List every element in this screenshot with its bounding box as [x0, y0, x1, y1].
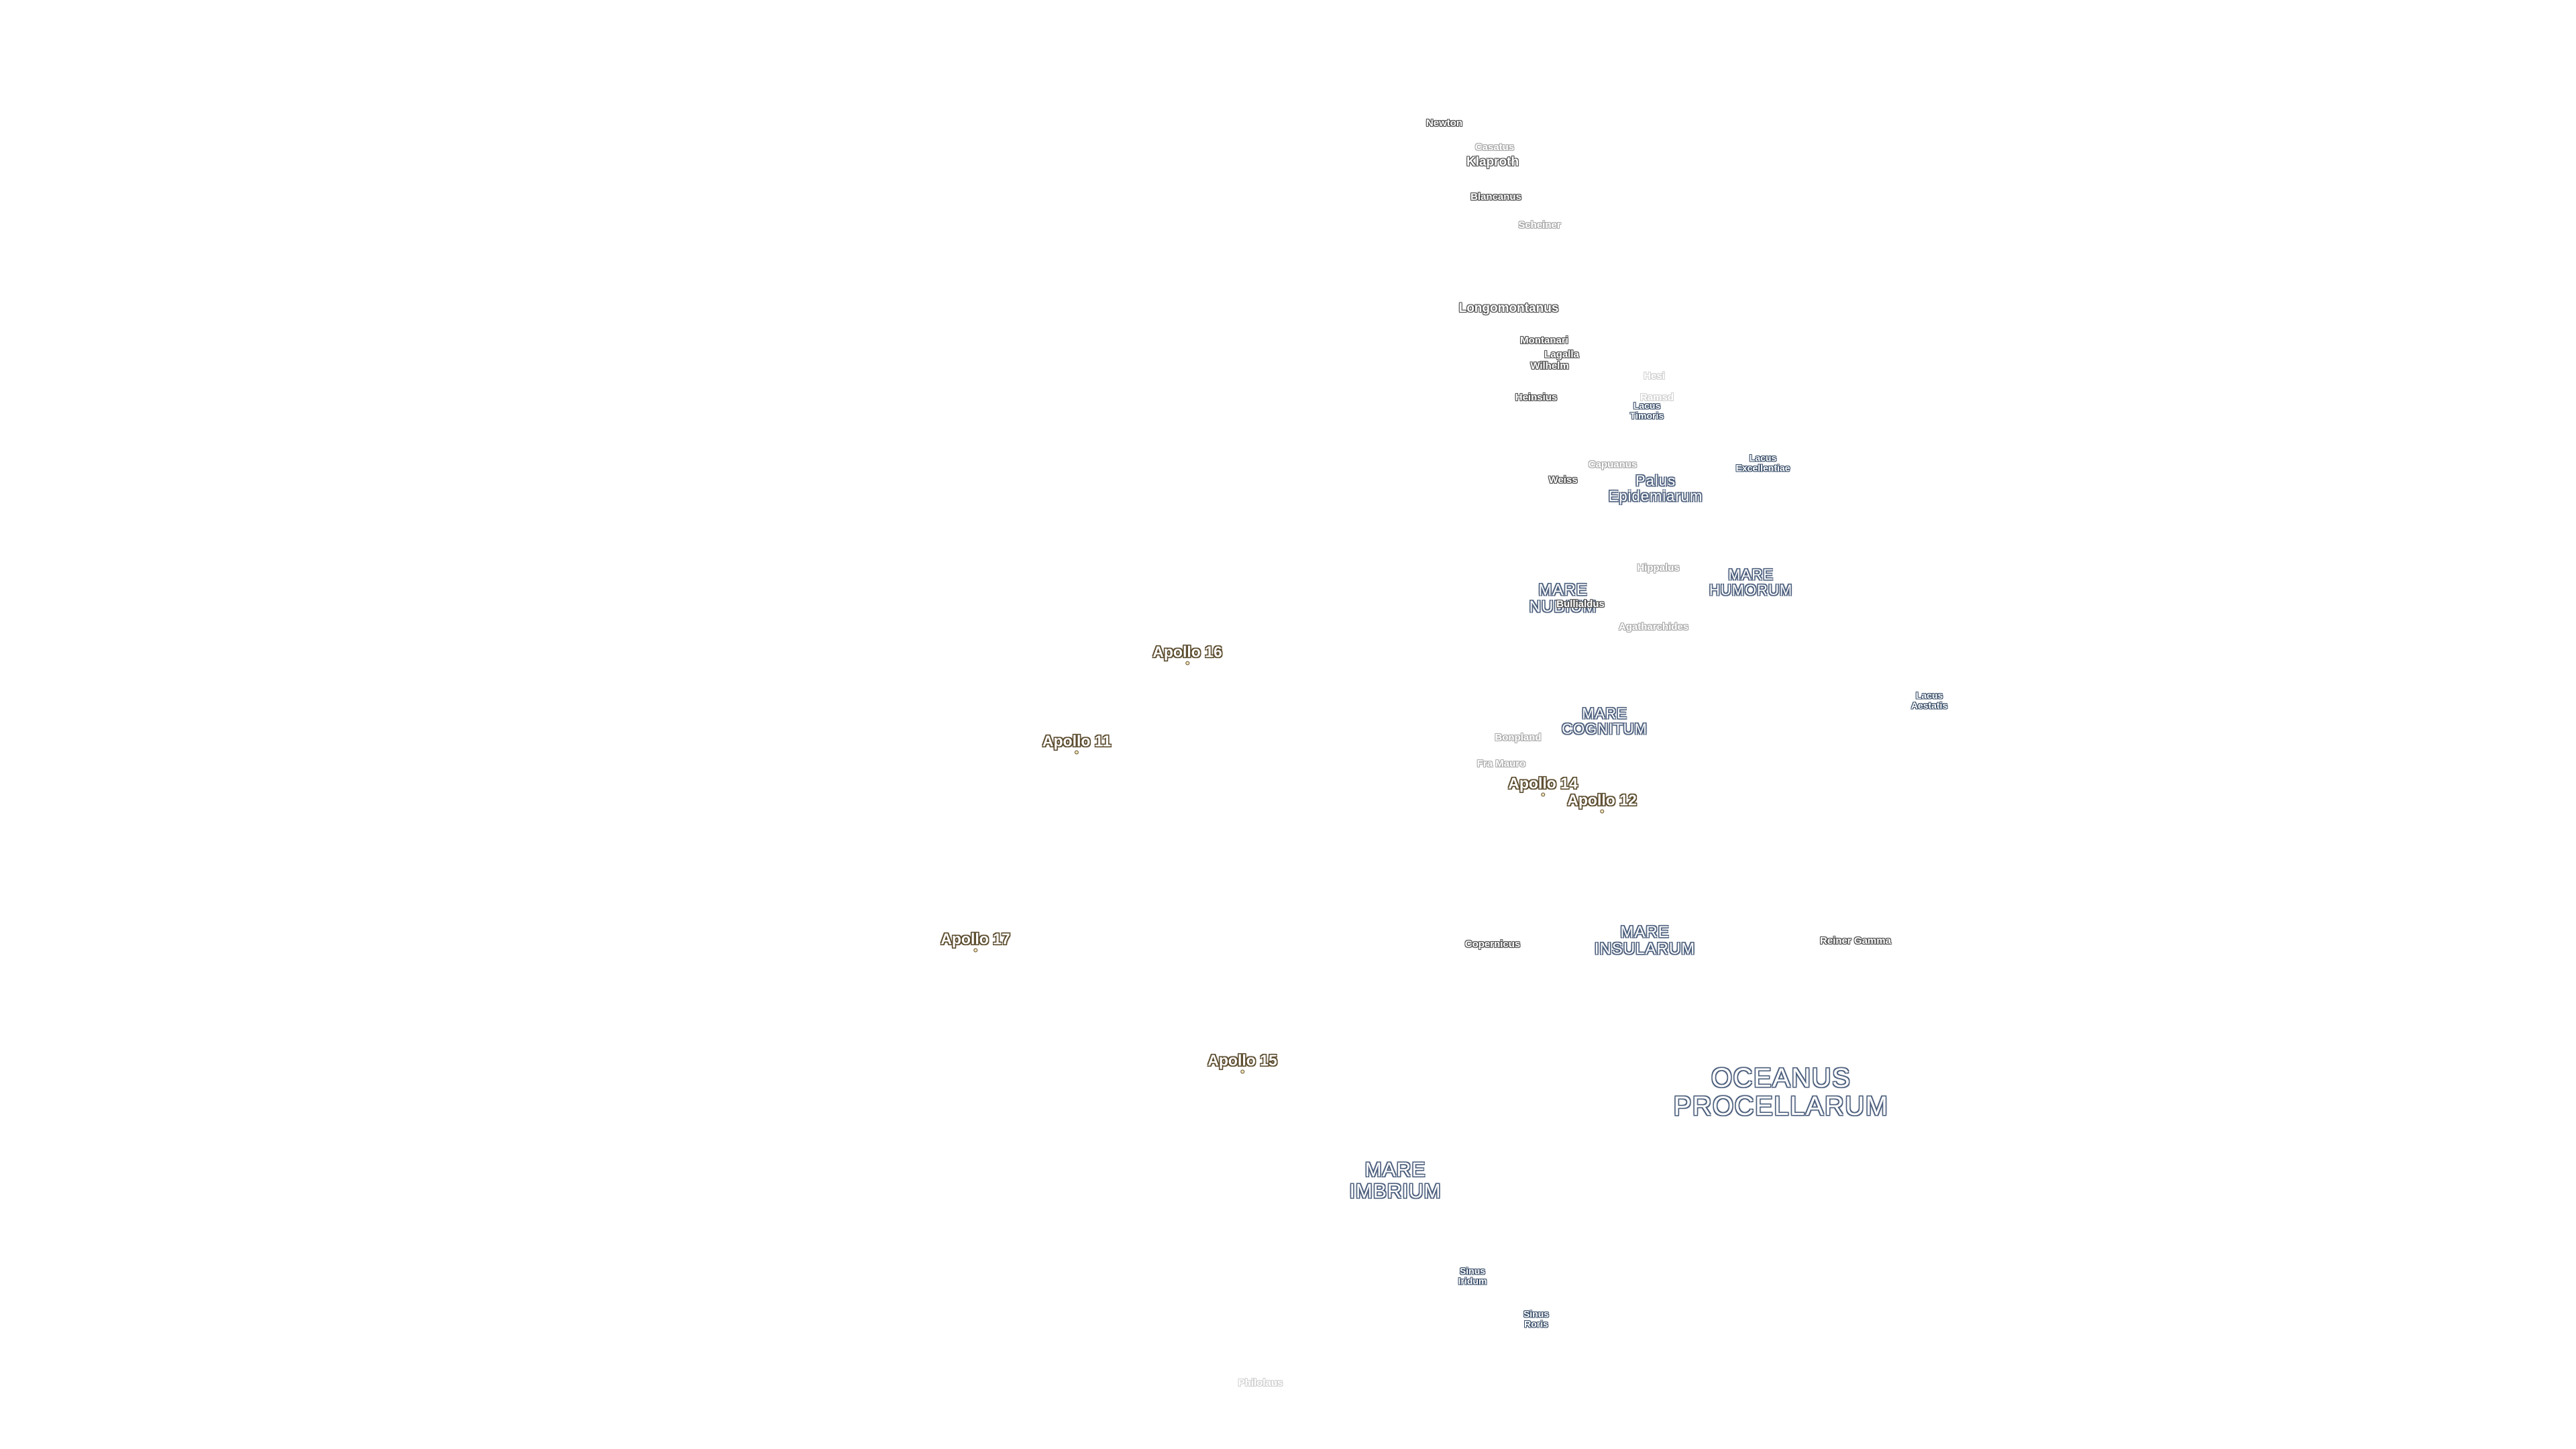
- crater-newton-label: Newton: [1426, 117, 1463, 129]
- apollo-14-label: Apollo 14: [1508, 774, 1578, 792]
- apollo-12-label: Apollo 12: [1567, 791, 1637, 809]
- crater-fra-mauro-label: Fra Mauro: [1477, 758, 1526, 770]
- mare-humorum-label-line: HUMORUM: [1709, 582, 1793, 598]
- mare-cognitum-label-line: COGNITUM: [1562, 720, 1648, 737]
- apollo-15-marker[interactable]: Apollo 15: [1208, 1051, 1277, 1073]
- landing-site-dot-icon: [1240, 1070, 1244, 1073]
- crater-hippalus-label: Hippalus: [1637, 562, 1680, 574]
- mare-nubium-label-line: MARE: [1538, 580, 1588, 599]
- crater-weiss-label: Weiss: [1548, 474, 1578, 486]
- landing-site-dot-icon: [973, 949, 977, 952]
- apollo-12-marker[interactable]: Apollo 12: [1567, 791, 1637, 813]
- lacus-timoris-label-line: Lacus: [1633, 400, 1661, 411]
- crater-agatharchides-label: Agatharchides: [1618, 621, 1689, 633]
- apollo-11-marker[interactable]: Apollo 11: [1042, 732, 1112, 754]
- mare-insularum-label-line: MARE: [1620, 922, 1670, 941]
- apollo-16-label: Apollo 16: [1152, 643, 1222, 661]
- crater-philolaus-label: Philolaus: [1238, 1377, 1283, 1389]
- palus-epidemiarum-label-line: Epidemiarum: [1608, 488, 1703, 504]
- crater-bonpland-label: Bonpland: [1495, 732, 1542, 744]
- lacus-aestatis-label-line: Aestatis: [1911, 700, 1948, 710]
- crater-casatus-label: Casatus: [1474, 142, 1515, 154]
- apollo-17-label: Apollo 17: [941, 930, 1010, 948]
- crater-bullialdus-label: Bullialdus: [1556, 598, 1605, 610]
- crater-reiner-gamma-label: Reiner Gamma: [1820, 935, 1891, 947]
- lacus-aestatis-label-line: Lacus: [1915, 690, 1943, 701]
- sinus-roris-label-line: Roris: [1524, 1318, 1548, 1329]
- crater-heinsius-label: Heinsius: [1515, 392, 1558, 404]
- crater-klaproth-label: Klaproth: [1466, 155, 1519, 170]
- sinus-roris-label-line: Sinus: [1523, 1308, 1550, 1320]
- oceanus-procellarum-label-line: OCEANUS: [1711, 1063, 1851, 1093]
- lacus-excellentiae-label-line: Lacus: [1749, 452, 1777, 464]
- mare-humorum-label-line: MARE: [1728, 566, 1774, 583]
- oceanus-procellarum-label-line: PROCELLARUM: [1673, 1091, 1889, 1121]
- crater-wilhelm-label: Wilhelm: [1530, 360, 1569, 372]
- crater-scheiner-label: Scheiner: [1518, 219, 1561, 231]
- mare-imbrium-label-line: IMBRIUM: [1349, 1180, 1442, 1202]
- landing-site-dot-icon: [1185, 661, 1189, 665]
- apollo-11-label: Apollo 11: [1042, 732, 1112, 750]
- landing-site-dot-icon: [1075, 751, 1078, 754]
- mare-imbrium-label-line: MARE: [1364, 1159, 1426, 1181]
- sinus-iridum-label-line: Iridum: [1458, 1275, 1487, 1286]
- crater-blancanus-label: Blancanus: [1470, 191, 1521, 203]
- crater-longomontanus-label: Longomontanus: [1458, 301, 1559, 316]
- palus-epidemiarum-label-line: Palus: [1635, 472, 1676, 489]
- crater-ramsden-faint-label: Ramsd: [1640, 392, 1674, 404]
- lacus-timoris-label-line: Timoris: [1629, 410, 1664, 421]
- landing-site-dot-icon: [1541, 793, 1544, 796]
- landing-site-dot-icon: [1600, 810, 1603, 813]
- crater-capuanus-label: Capuanus: [1588, 459, 1638, 471]
- apollo-16-marker[interactable]: Apollo 16: [1152, 643, 1222, 665]
- crater-copernicus-label: Copernicus: [1464, 938, 1521, 951]
- mare-cognitum-label-line: MARE: [1582, 704, 1627, 722]
- mare-insularum-label-line: INSULARUM: [1594, 940, 1696, 958]
- lacus-excellentiae-label-line: Excellentiae: [1735, 462, 1790, 473]
- apollo-14-marker[interactable]: Apollo 14: [1508, 774, 1578, 796]
- mare-nubium-label-line: NUBIUM: [1529, 598, 1597, 616]
- sinus-iridum-label-line: Sinus: [1459, 1265, 1486, 1277]
- apollo-15-label: Apollo 15: [1208, 1051, 1277, 1069]
- crater-lagalla-label: Lagalla: [1544, 349, 1579, 361]
- crater-hesiodus-faint-label: Hesi: [1644, 370, 1665, 382]
- apollo-17-marker[interactable]: Apollo 17: [941, 930, 1010, 952]
- crater-montanari-label: Montanari: [1520, 335, 1568, 347]
